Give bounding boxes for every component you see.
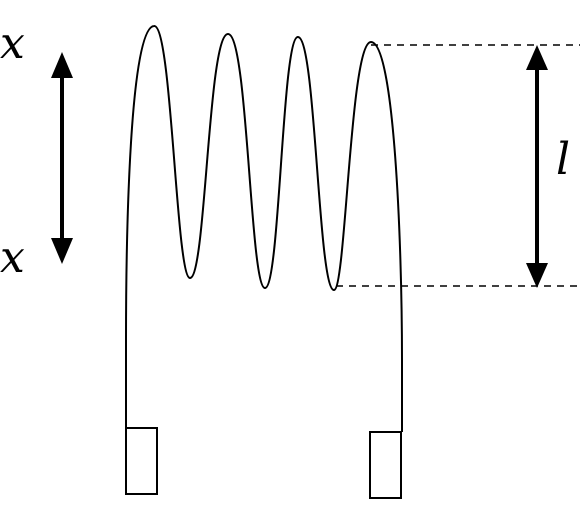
axis-double-arrow: [51, 52, 73, 264]
axis-arrowhead-up: [51, 52, 73, 78]
label-length: l: [556, 134, 571, 185]
terminal-left: [125, 427, 158, 495]
length-double-arrow: [526, 45, 548, 288]
length-arrowhead-up: [526, 45, 548, 70]
axis-arrowhead-down: [51, 238, 73, 264]
terminal-right: [369, 431, 402, 499]
label-x-top: x: [0, 18, 25, 69]
label-x-bottom: x: [0, 232, 25, 283]
spring-coil: [125, 24, 403, 432]
length-arrowhead-down: [526, 263, 548, 288]
